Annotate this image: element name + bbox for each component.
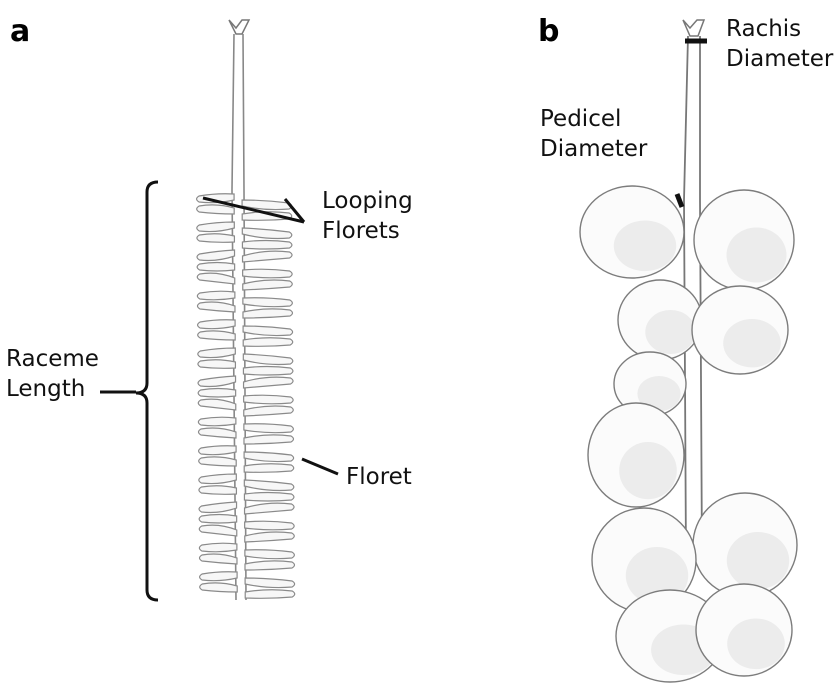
floret-53 — [245, 561, 295, 570]
floret-35 — [244, 435, 294, 444]
floret-55 — [245, 578, 295, 588]
floret-20 — [198, 331, 236, 340]
raceme-drawing — [197, 20, 295, 600]
looping-florets-label: Looping Florets — [322, 186, 413, 246]
raceme-length-label: Raceme Length — [6, 344, 99, 404]
pedicel-diameter-label-line1: Pedicel — [540, 104, 647, 134]
floret-47 — [245, 521, 295, 530]
pedicel-diameter-marker — [677, 194, 682, 207]
floret-39 — [244, 464, 294, 473]
floret-24 — [198, 360, 236, 369]
floret-33 — [244, 424, 294, 433]
floret-21 — [243, 338, 293, 347]
floret-cluster — [197, 194, 295, 599]
fruit-rachis-top-notch — [683, 20, 704, 36]
rachis-diameter-label-line2: Diameter — [726, 44, 833, 74]
rachis-diameter-label: Rachis Diameter — [726, 14, 833, 74]
floret-28 — [198, 389, 236, 398]
rachis-diameter-label-line1: Rachis — [726, 14, 833, 44]
raceme-length-bracket — [136, 182, 158, 600]
floret-label: Floret — [346, 462, 412, 492]
floret-2 — [197, 205, 235, 214]
looping-florets-label-line2: Florets — [322, 216, 413, 246]
floret-34 — [198, 428, 236, 438]
fruit-shade-6 — [727, 532, 789, 589]
floret-11 — [243, 269, 293, 278]
floret-6 — [197, 234, 235, 243]
floret-25 — [243, 367, 293, 376]
floret-16 — [197, 302, 235, 312]
fruit-cluster — [580, 186, 797, 682]
floret-48 — [199, 525, 237, 536]
floret-32 — [198, 417, 236, 426]
floret-4 — [197, 222, 235, 232]
floret-14 — [197, 291, 235, 300]
floret-23 — [243, 354, 293, 365]
floret-54 — [200, 572, 238, 581]
pedicel-diameter-label-line2: Diameter — [540, 134, 647, 164]
floret-57 — [245, 590, 295, 599]
floret-36 — [199, 446, 237, 455]
fruit-shade-5 — [619, 442, 677, 499]
fruit-shade-3 — [723, 319, 781, 367]
floret-27 — [244, 377, 294, 388]
floret-31 — [244, 406, 294, 416]
floret-5 — [242, 228, 291, 239]
floret-42 — [199, 486, 237, 495]
floret-9 — [243, 251, 293, 262]
floret-pointer — [302, 459, 338, 474]
floret-43 — [244, 493, 294, 502]
panel-label-b: b — [538, 14, 559, 49]
floret-38 — [199, 457, 237, 466]
fruit-shade-1 — [727, 228, 787, 283]
floret-12 — [197, 273, 235, 284]
pedicel-diameter-label: Pedicel Diameter — [540, 104, 647, 164]
rachis-top-notch — [229, 20, 249, 34]
fruit-shade-2 — [645, 310, 695, 354]
floret-46 — [199, 515, 237, 524]
floret-19 — [243, 326, 293, 336]
panel-label-a: a — [10, 14, 30, 49]
floret-22 — [198, 348, 236, 358]
floret-10 — [197, 263, 235, 272]
raceme-length-label-line1: Raceme — [6, 344, 99, 374]
floret-50 — [199, 543, 237, 552]
floret-17 — [243, 309, 293, 318]
floret-29 — [244, 395, 294, 404]
fruit-shade-9 — [727, 619, 785, 670]
floret-49 — [245, 532, 295, 542]
floret-52 — [199, 554, 237, 564]
floret-56 — [200, 583, 238, 592]
floret-26 — [198, 376, 236, 387]
fruit-shade-0 — [614, 221, 676, 272]
floret-18 — [198, 320, 236, 329]
floret-40 — [199, 474, 237, 484]
floret-37 — [244, 452, 294, 462]
floret-44 — [199, 502, 237, 513]
floret-30 — [198, 399, 236, 410]
floret-13 — [243, 280, 293, 290]
floret-7 — [242, 241, 291, 250]
floret-51 — [245, 550, 295, 559]
floret-41 — [244, 480, 294, 491]
looping-florets-label-line1: Looping — [322, 186, 413, 216]
raceme-length-label-line2: Length — [6, 374, 99, 404]
floret-8 — [197, 250, 235, 261]
floret-15 — [243, 298, 293, 307]
floret-45 — [245, 503, 295, 514]
